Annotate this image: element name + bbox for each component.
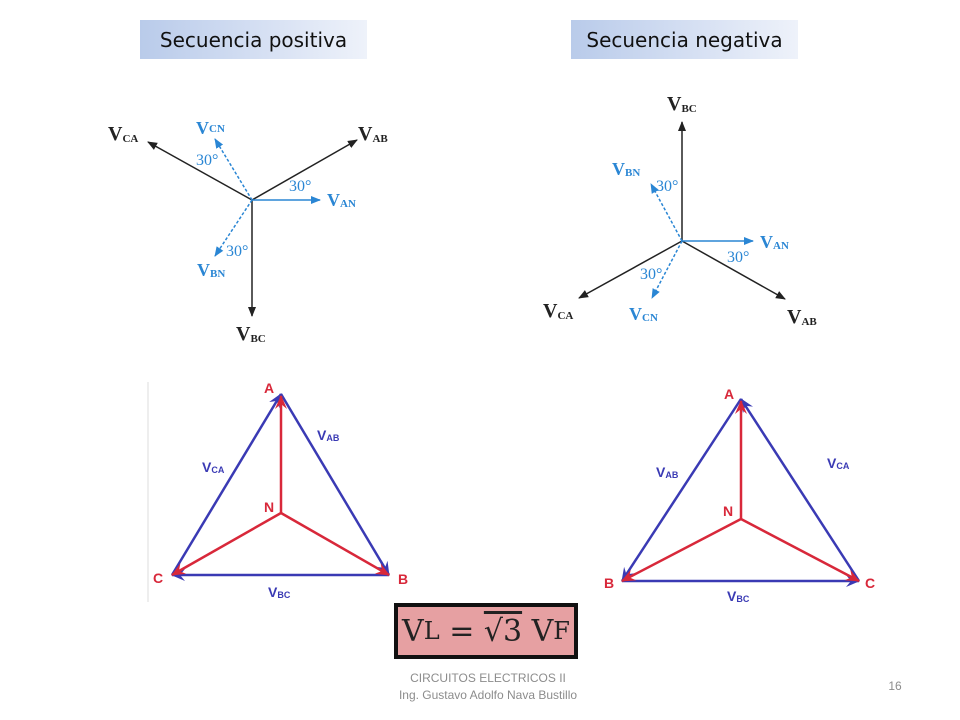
pos-node-n: N: [264, 499, 274, 515]
neg-tri-vab: [620, 398, 743, 582]
negative-phasor-diagram: VBC VBN VAN VCA VCN VAB 30° 30° 30°: [543, 93, 817, 328]
pos-tri-nb: [280, 511, 390, 577]
negative-triangle-diagram: A N B C VAB VCA VBC: [604, 386, 875, 604]
neg-node-a: A: [724, 386, 734, 402]
pos-tri-nc: [171, 511, 282, 577]
pos-vcn-label: VCN: [196, 118, 225, 138]
neg-angle-2: 30°: [727, 249, 749, 266]
pos-angle-3: 30°: [226, 243, 248, 260]
pos-tri-vca: [170, 393, 283, 576]
pos-vbn-label: VBN: [197, 260, 225, 280]
formula-lhs: V: [402, 613, 424, 649]
pos-side-vbc: VBC: [268, 584, 291, 600]
neg-vcn-phasor: [651, 240, 683, 299]
pos-side-vab: VAB: [317, 427, 340, 443]
neg-side-vbc: VBC: [727, 588, 750, 604]
positive-triangle-diagram: A N B C VAB VCA VBC: [147, 380, 408, 602]
pos-node-c: C: [153, 570, 163, 586]
footer-course: CIRCUITOS ELECTRICOS II: [410, 671, 566, 685]
footer-author: Ing. Gustavo Adolfo Nava Bustillo: [398, 688, 578, 702]
pos-angle-1: 30°: [196, 152, 218, 169]
neg-node-c: C: [865, 575, 875, 591]
pos-vab-label: VAB: [358, 123, 388, 145]
title-negative-sequence: Secuencia negativa: [571, 20, 798, 59]
pos-vab-phasor: [251, 139, 358, 201]
formula-equals: =: [439, 613, 484, 649]
title-negative-text: Secuencia negativa: [586, 27, 783, 52]
pos-node-a: A: [264, 380, 274, 396]
neg-vbn-label: VBN: [612, 159, 640, 179]
neg-node-n: N: [723, 503, 733, 519]
pos-vca-label: VCA: [108, 123, 138, 145]
neg-side-vab: VAB: [656, 464, 679, 480]
pos-node-b: B: [398, 571, 408, 587]
page-number: 16: [888, 679, 902, 693]
neg-angle-1: 30°: [656, 178, 678, 195]
neg-tri-vca: [739, 398, 861, 582]
pos-angle-2: 30°: [289, 178, 311, 195]
neg-vbc-label: VBC: [667, 93, 697, 115]
formula-root: √3: [483, 613, 523, 649]
pos-vbc-label: VBC: [236, 323, 266, 345]
neg-node-b: B: [604, 575, 614, 591]
title-positive-sequence: Secuencia positiva: [140, 20, 367, 59]
pos-vcn-phasor: [214, 138, 253, 201]
footer: CIRCUITOS ELECTRICOS II Ing. Gustavo Ado…: [360, 670, 616, 704]
neg-angle-3: 30°: [640, 266, 662, 283]
neg-vcn-label: VCN: [629, 304, 658, 324]
neg-vbn-phasor: [650, 183, 683, 242]
neg-tri-nc: [740, 517, 860, 583]
pos-vca-phasor: [147, 141, 253, 201]
formula-rhs: V: [522, 613, 554, 649]
pos-van-label: VAN: [327, 190, 356, 210]
neg-tri-nb: [621, 517, 742, 583]
pos-vbn-phasor: [214, 199, 253, 257]
positive-phasor-diagram: VCA VCN VAB VAN VBN VBC 30° 30° 30°: [108, 118, 388, 345]
neg-vab-label: VAB: [787, 306, 817, 328]
neg-vca-label: VCA: [543, 300, 573, 322]
pos-side-vca: VCA: [202, 459, 225, 475]
formula-rhs-sub: F: [553, 617, 570, 645]
neg-van-label: VAN: [760, 232, 789, 252]
title-positive-text: Secuencia positiva: [159, 27, 348, 52]
neg-side-vca: VCA: [827, 455, 850, 471]
neg-vca-phasor: [578, 240, 683, 299]
neg-vab-phasor: [681, 240, 786, 300]
pos-tri-vab: [279, 393, 391, 576]
formula-lhs-sub: L: [423, 617, 440, 645]
